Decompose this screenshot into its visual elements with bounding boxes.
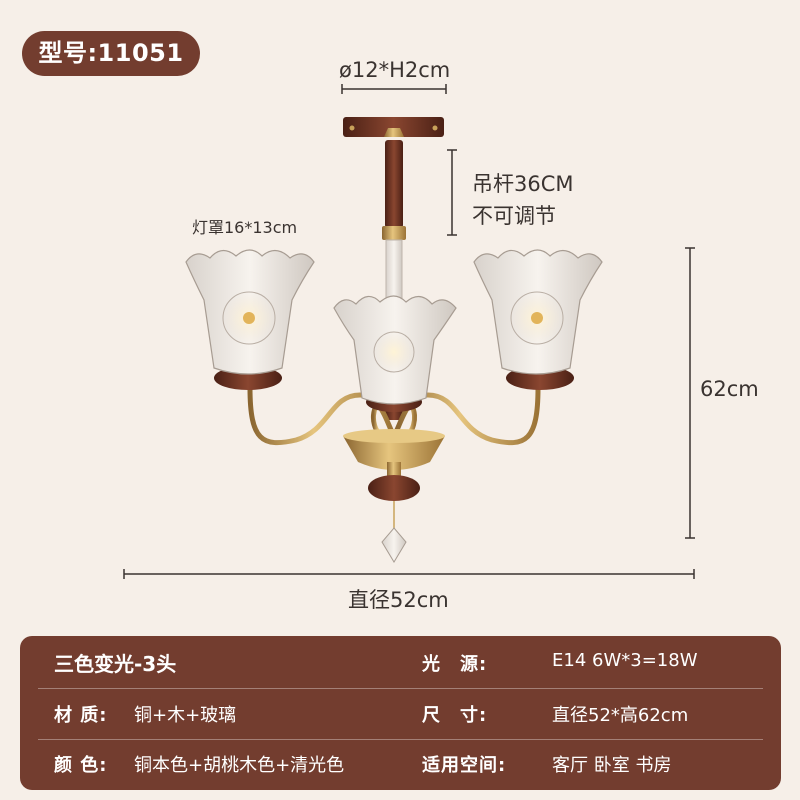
right-glass-shade (473, 249, 603, 375)
size-value: 直径52*高62cm (552, 705, 689, 726)
height-dimension-label: 62cm (700, 377, 759, 401)
space-label: 适用空间: (422, 755, 507, 776)
spec-row-color: 颜 色: 铜本色+胡桃木色+清光色 适用空间: 客厅 卧室 书房 (20, 740, 781, 790)
brass-bowl (343, 436, 445, 470)
diameter-dimension-label: 直径52cm (348, 588, 449, 612)
model-number-badge: 型号:11051 (22, 31, 200, 76)
product-variant-title: 三色变光-3头 (54, 652, 177, 676)
spec-divider (38, 688, 763, 689)
ceiling-canopy (343, 117, 444, 137)
space-value: 客厅 卧室 书房 (552, 755, 672, 776)
spec-row-material: 材 质: 铜+木+玻璃 尺 寸: 直径52*高62cm (20, 689, 781, 739)
rod-length-label: 吊杆36CM (472, 172, 574, 196)
light-source-label: 光 源: (422, 654, 488, 675)
size-label: 尺 寸: (422, 705, 488, 726)
crystal-drop (381, 527, 407, 563)
wood-finial (368, 475, 420, 501)
color-label: 颜 色: (54, 755, 108, 776)
center-glass-shade (333, 295, 457, 405)
left-glass-shade (185, 249, 315, 375)
diameter-dimension-line (123, 569, 695, 579)
material-label: 材 质: (54, 705, 108, 726)
shade-dimension-label: 灯罩16*13cm (192, 218, 298, 237)
wood-rod-upper (385, 140, 403, 228)
spec-panel: 三色变光-3头 光 源: E14 6W*3=18W 材 质: 铜+木+玻璃 尺 … (20, 636, 781, 790)
height-dimension-line (685, 247, 695, 539)
material-value: 铜+木+玻璃 (134, 705, 237, 726)
chandelier-illustration (123, 84, 695, 579)
spec-divider (38, 739, 763, 740)
color-value: 铜本色+胡桃木色+清光色 (134, 755, 345, 776)
light-source-value: E14 6W*3=18W (552, 650, 698, 671)
canopy-dimension-label: ø12*H2cm (339, 58, 451, 82)
rod-dimension-line (447, 149, 457, 236)
spec-row-light: 三色变光-3头 光 源: E14 6W*3=18W (20, 636, 781, 688)
canopy-dimension-line (341, 84, 447, 94)
rod-adjust-label: 不可调节 (472, 204, 556, 228)
